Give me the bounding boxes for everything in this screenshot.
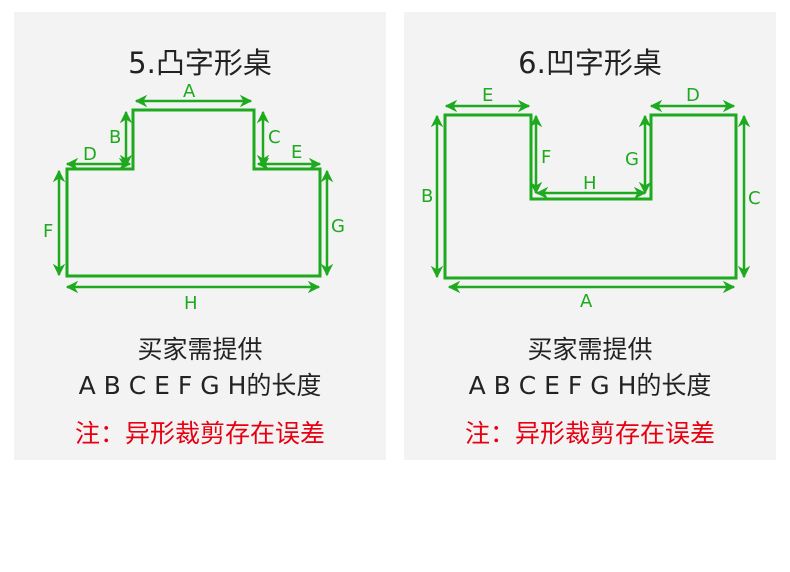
convex-table-panel: 5.凸字形桌 A B C D E F G H 买家需提供 A B C E F G… [14, 12, 386, 460]
instruction-line-2: A B C E F G H的长度 [468, 371, 712, 400]
label-h: H [184, 293, 198, 314]
label-f: F [541, 147, 551, 168]
label-e: E [482, 85, 493, 106]
concave-table-outline [443, 113, 738, 280]
label-a: A [580, 291, 593, 312]
convex-table-diagram: A B C D E F G H [43, 81, 345, 314]
instruction-line-1: 买家需提供 [527, 335, 653, 364]
label-d: D [83, 144, 97, 165]
label-e: E [291, 142, 302, 163]
label-b: B [421, 186, 433, 207]
label-g: G [331, 216, 345, 237]
instruction-line-1: 买家需提供 [137, 335, 263, 364]
instruction-line-2: A B C E F G H的长度 [78, 371, 322, 400]
label-h: H [583, 173, 597, 194]
error-note: 注：异形裁剪存在误差 [464, 419, 715, 448]
label-b: B [109, 127, 121, 148]
concave-table-diagram: E D B C F G H A [421, 85, 761, 312]
label-c: C [748, 188, 761, 209]
panel-title: 6.凹字形桌 [518, 46, 662, 80]
label-d: D [686, 85, 700, 106]
concave-table-panel: 6.凹字形桌 E D B C F G H A 买家需提供 A B C E F G… [404, 12, 776, 460]
error-note: 注：异形裁剪存在误差 [74, 419, 325, 448]
convex-table-outline [65, 108, 322, 278]
label-a: A [183, 81, 196, 102]
label-g: G [625, 149, 639, 170]
label-f: F [43, 221, 53, 242]
label-c: C [268, 127, 281, 148]
panel-title: 5.凸字形桌 [128, 46, 272, 80]
